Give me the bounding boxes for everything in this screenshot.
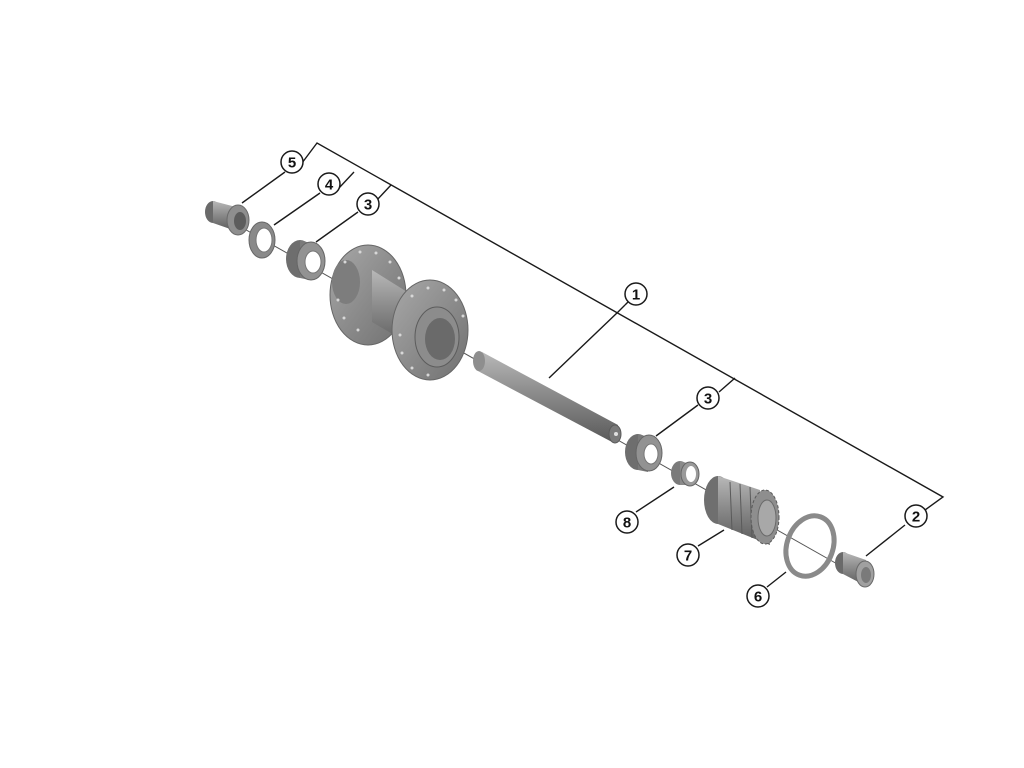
callout-8: 8 — [615, 510, 639, 534]
bearing-left-part — [286, 240, 326, 281]
callout-3-left: 3 — [356, 192, 380, 216]
callout-2: 2 — [904, 504, 928, 528]
svg-text:5: 5 — [288, 155, 296, 172]
svg-text:6: 6 — [754, 589, 762, 606]
spacer-part — [671, 461, 700, 487]
svg-text:3: 3 — [704, 391, 712, 408]
svg-text:8: 8 — [623, 515, 631, 532]
callout-6: 6 — [746, 584, 770, 608]
callout-1: 1 — [624, 282, 648, 306]
bracket-lines — [241, 142, 945, 588]
bearing-right-part — [625, 434, 663, 472]
callout-5: 5 — [280, 150, 304, 174]
callout-7: 7 — [676, 543, 700, 567]
callout-4: 4 — [317, 172, 341, 196]
o-ring-part — [783, 513, 837, 579]
svg-text:3: 3 — [364, 197, 372, 214]
end-cap-right-part — [835, 552, 875, 588]
svg-text:1: 1 — [632, 287, 640, 304]
end-cap-left-part — [205, 201, 250, 236]
svg-text:2: 2 — [912, 509, 920, 526]
hub-axle-part — [473, 351, 622, 444]
washer-left-part — [248, 221, 276, 259]
callout-3-right: 3 — [696, 386, 720, 410]
svg-text:4: 4 — [325, 177, 334, 194]
hub-shell-part — [329, 244, 469, 381]
freehub-body-part — [704, 476, 780, 545]
svg-text:7: 7 — [684, 548, 692, 565]
